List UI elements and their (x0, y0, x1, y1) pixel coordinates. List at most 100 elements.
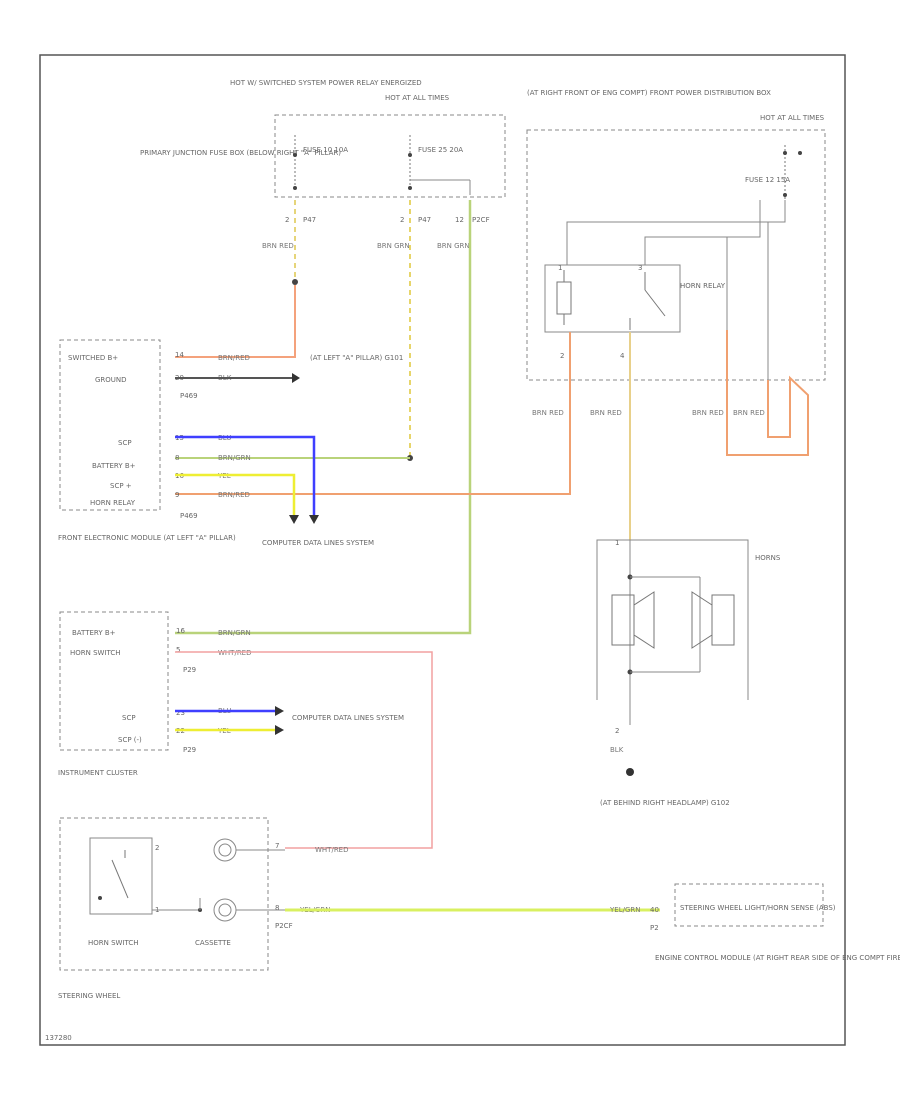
relay-coil-feed (644, 200, 761, 265)
horns-bracket (596, 539, 749, 700)
ground-point-horn (626, 768, 634, 776)
horn-speaker-icon-1 (611, 591, 655, 649)
horns-title: HORNS (755, 554, 781, 562)
front-electronic-module-box (59, 339, 161, 511)
wire-label-brn-red-fem: BRN/RED (218, 354, 250, 362)
svg-text:FUSE 25 20A: FUSE 25 20A (418, 146, 463, 154)
horn-pin-2: 2 (615, 727, 619, 735)
data-arrow-icon-2 (309, 515, 319, 524)
a-pillar-ground-label: (AT LEFT "A" PILLAR) G101 (310, 354, 403, 362)
wire-brn-grn-ic (175, 200, 472, 635)
data-arrow-icon-1 (289, 515, 299, 524)
wire-label-yel-grn-ecm: YEL/GRN (609, 906, 640, 914)
battery-b-ic-label: BATTERY B+ (72, 629, 116, 637)
pin-2-mid: 2 (400, 216, 404, 224)
pin-40-ecm: 40 (650, 906, 659, 914)
steering-wheel-box (59, 817, 269, 971)
wire-brn-red-horn-relay (175, 332, 571, 495)
pin-7-cass: 7 (275, 842, 279, 850)
horn-switch-ic-label: HORN SWITCH (70, 649, 121, 657)
wire-label-wht-red-cass: WHT/RED (315, 846, 349, 854)
conn-p2cf-2: P2CF (275, 922, 293, 930)
computer-data-label-1: COMPUTER DATA LINES SYSTEM (262, 539, 374, 547)
conn-p29-2: P29 (183, 746, 196, 754)
ecm-note-label: ENGINE CONTROL MODULE (AT RIGHT REAR SID… (655, 954, 900, 962)
pin-16-ic: 16 (176, 627, 185, 635)
instrument-cluster-box (59, 611, 169, 751)
pin-2-left: 2 (285, 216, 289, 224)
relay-pin-2: 2 (560, 352, 564, 360)
wire-label-brn-red-relay4: BRN RED (733, 409, 765, 417)
horn-switch-box (89, 837, 153, 915)
horn-relay-box (544, 264, 681, 333)
wire-label-wht-red-ic: WHT/RED (218, 649, 252, 657)
diagram-frame (39, 54, 846, 1046)
cassette-label: CASSETTE (195, 939, 231, 947)
fuse-right: FUSE 12 15A (745, 145, 802, 200)
cassette-icon-2 (213, 898, 237, 922)
wire-label-brn-grn-fem: BRN/GRN (218, 454, 251, 462)
pin-8-cass: 8 (275, 904, 279, 912)
horn-switch-icon (98, 850, 129, 900)
hot-switched-label: HOT W/ SWITCHED SYSTEM POWER RELAY ENERG… (230, 79, 422, 87)
conn-p47-mid: P47 (418, 216, 431, 224)
steering-wheel-ctl-label: STEERING WHEEL LIGHT/HORN SENSE (ABS) (680, 904, 836, 912)
computer-data-label-2: COMPUTER DATA LINES SYSTEM (292, 714, 404, 722)
wire-label-brn-red-fem2: BRN/RED (218, 491, 250, 499)
battery-b-label: BATTERY B+ (92, 462, 136, 470)
wire-brn-red-loop-2 (767, 378, 791, 438)
wire-label-brn-red-1: BRN RED (262, 242, 294, 250)
ecm-box (674, 883, 824, 927)
svg-text:FUSE 10 10A: FUSE 10 10A (303, 146, 348, 154)
scp-plus-label: SCP + (110, 482, 132, 490)
horn-relay-label: HORN RELAY (680, 282, 726, 290)
wire-label-brn-red-relay3: BRN RED (692, 409, 724, 417)
wire-label-brn-grn-1: BRN GRN (377, 242, 410, 250)
wire-label-brn-grn-ic: BRN/GRN (218, 629, 251, 637)
wire-label-brn-grn-2: BRN GRN (437, 242, 470, 250)
horn-pin-1: 1 (615, 539, 619, 547)
front-power-box (526, 129, 826, 381)
relay-feed-line (566, 200, 786, 265)
wire-label-blk-horn: BLK (610, 746, 624, 754)
wire-wht-red-ic (175, 651, 433, 849)
relay-pin-3: 3 (638, 264, 642, 272)
scp-label: SCP (118, 439, 132, 447)
wire-label-brn-red-relay1: BRN RED (532, 409, 564, 417)
primary-junction-label: PRIMARY JUNCTION FUSE BOX (BELOW RIGHT "… (140, 149, 341, 157)
wire-yel-fem (175, 473, 296, 515)
relay-switch-icon (629, 272, 666, 330)
steering-wheel-label: STEERING WHEEL (58, 992, 120, 1000)
sw-pin-2: 2 (155, 844, 159, 852)
hot-all-times-label-1: HOT AT ALL TIMES (385, 94, 450, 102)
conn-p469-2: P469 (180, 512, 198, 520)
pin-9: 9 (175, 491, 179, 499)
conn-p47-left: P47 (303, 216, 316, 224)
conn-p29-1: P29 (183, 666, 196, 674)
hot-all-times-label-2: HOT AT ALL TIMES (760, 114, 825, 122)
switched-b-label: SWITCHED B+ (68, 354, 118, 362)
ground-horn-label: (AT BEHIND RIGHT HEADLAMP) G102 (600, 799, 730, 807)
scp-ic-label: SCP (122, 714, 136, 722)
wire-label-brn-red-relay2: BRN RED (590, 409, 622, 417)
pin-12: 12 (455, 216, 464, 224)
horn-speaker-icon-2 (691, 591, 735, 649)
conn-p469-1: P469 (180, 392, 198, 400)
wire-blu-fem (175, 435, 316, 515)
pin-p2-ecm: P2 (650, 924, 659, 932)
pin-23-ic: 23 (176, 709, 185, 717)
primary-junction-box (274, 114, 506, 198)
relay-coil-icon (556, 270, 572, 325)
horn-relay-ctl-label: HORN RELAY (90, 499, 136, 507)
pin-8: 8 (175, 454, 179, 462)
ground-arrow-icon (292, 373, 300, 383)
pin-5-ic: 5 (176, 646, 180, 654)
data-arrow-icon-3 (275, 706, 284, 716)
data-arrow-icon-4 (275, 725, 284, 735)
scp-ic2-label: SCP (-) (118, 736, 142, 744)
front-electronic-module-label: FRONT ELECTRONIC MODULE (AT LEFT "A" PIL… (58, 534, 236, 542)
wire-brn-red-switched (175, 285, 296, 358)
instrument-cluster-label: INSTRUMENT CLUSTER (58, 769, 138, 777)
fuse-left: FUSE 10 10A (293, 135, 348, 190)
